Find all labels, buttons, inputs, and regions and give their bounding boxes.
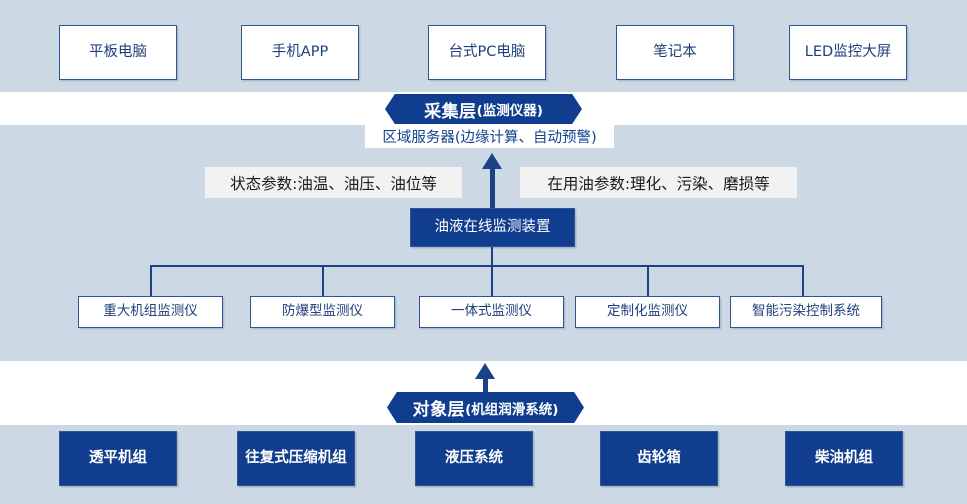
app-box-tablet[interactable]: 平板电脑 — [59, 25, 177, 80]
app-box-label: 手机APP — [271, 44, 329, 61]
monitor-box-explosion-proof[interactable]: 防爆型监测仪 — [250, 296, 395, 328]
app-box-label: 台式PC电脑 — [448, 44, 526, 61]
object-layer-banner-subtitle: (机组润滑系统) — [465, 401, 559, 418]
regional-server-label: 区域服务器(边缘计算、自动预警) — [365, 125, 614, 148]
inuse-oil-parameters-label: 在用油参数:理化、污染、磨损等 — [520, 167, 797, 198]
app-box-label: 平板电脑 — [89, 44, 147, 61]
object-box-hydraulic-system[interactable]: 液压系统 — [415, 431, 533, 486]
inuse-oil-parameters-text: 在用油参数:理化、污染、磨损等 — [547, 174, 770, 193]
state-parameters-text: 状态参数:油温、油压、油位等 — [230, 174, 437, 193]
object-box-gearbox[interactable]: 齿轮箱 — [600, 431, 718, 486]
object-to-collection-arrow-head — [475, 363, 495, 379]
object-box-diesel-unit[interactable]: 柴油机组 — [785, 431, 903, 486]
app-box-label: 笔记本 — [653, 44, 697, 61]
collection-layer-banner: 采集层 (监测仪器) — [385, 94, 582, 124]
regional-server-text: 区域服务器(边缘计算、自动预警) — [382, 130, 597, 146]
monitor-box-customized[interactable]: 定制化监测仪 — [575, 296, 720, 328]
monitor-tree-drop-4 — [647, 265, 649, 296]
monitor-tree-drop-5 — [802, 265, 804, 296]
state-parameters-label: 状态参数:油温、油压、油位等 — [205, 167, 462, 198]
monitor-box-integrated[interactable]: 一体式监测仪 — [419, 296, 564, 328]
monitor-tree-drop-3 — [491, 265, 493, 296]
object-box-label: 齿轮箱 — [637, 450, 681, 467]
app-box-label: LED监控大屏 — [804, 44, 892, 61]
app-box-desktop-pc[interactable]: 台式PC电脑 — [428, 25, 546, 80]
object-box-label: 柴油机组 — [815, 450, 873, 467]
collection-layer-banner-title: 采集层 — [424, 101, 477, 122]
monitor-box-label: 定制化监测仪 — [607, 303, 688, 320]
object-layer-banner: 对象层 (机组润滑系统) — [387, 392, 584, 423]
object-box-label: 往复式压缩机组 — [245, 450, 347, 467]
oil-online-monitoring-device-box[interactable]: 油液在线监测装置 — [410, 208, 575, 247]
monitor-box-label: 一体式监测仪 — [451, 303, 532, 320]
monitor-tree-bus — [150, 265, 804, 267]
app-box-mobile-app[interactable]: 手机APP — [241, 25, 359, 80]
object-box-label: 透平机组 — [89, 450, 147, 467]
device-to-server-arrow-shaft — [490, 168, 495, 210]
object-box-label: 液压系统 — [445, 450, 503, 467]
monitor-tree-drop-2 — [322, 265, 324, 296]
app-box-laptop[interactable]: 笔记本 — [616, 25, 734, 80]
monitor-box-label: 智能污染控制系统 — [752, 303, 860, 320]
monitor-box-label: 重大机组监测仪 — [103, 303, 198, 320]
app-box-led-screen[interactable]: LED监控大屏 — [789, 25, 907, 80]
object-box-reciprocating-compressor[interactable]: 往复式压缩机组 — [237, 431, 355, 486]
oil-online-monitoring-device-label: 油液在线监测装置 — [434, 219, 551, 236]
monitor-box-label: 防爆型监测仪 — [282, 303, 363, 320]
object-layer-banner-title: 对象层 — [412, 400, 466, 420]
monitor-box-smart-contamination-control[interactable]: 智能污染控制系统 — [730, 296, 882, 328]
monitor-tree-drop-1 — [150, 265, 152, 296]
collection-layer-banner-subtitle: (监测仪器) — [476, 103, 543, 119]
object-box-turbine-unit[interactable]: 透平机组 — [59, 431, 177, 486]
object-to-collection-arrow-shaft — [483, 378, 488, 394]
device-tree-stem — [491, 247, 493, 266]
monitor-box-major-unit[interactable]: 重大机组监测仪 — [78, 296, 223, 328]
device-to-server-arrow-head — [482, 153, 502, 169]
